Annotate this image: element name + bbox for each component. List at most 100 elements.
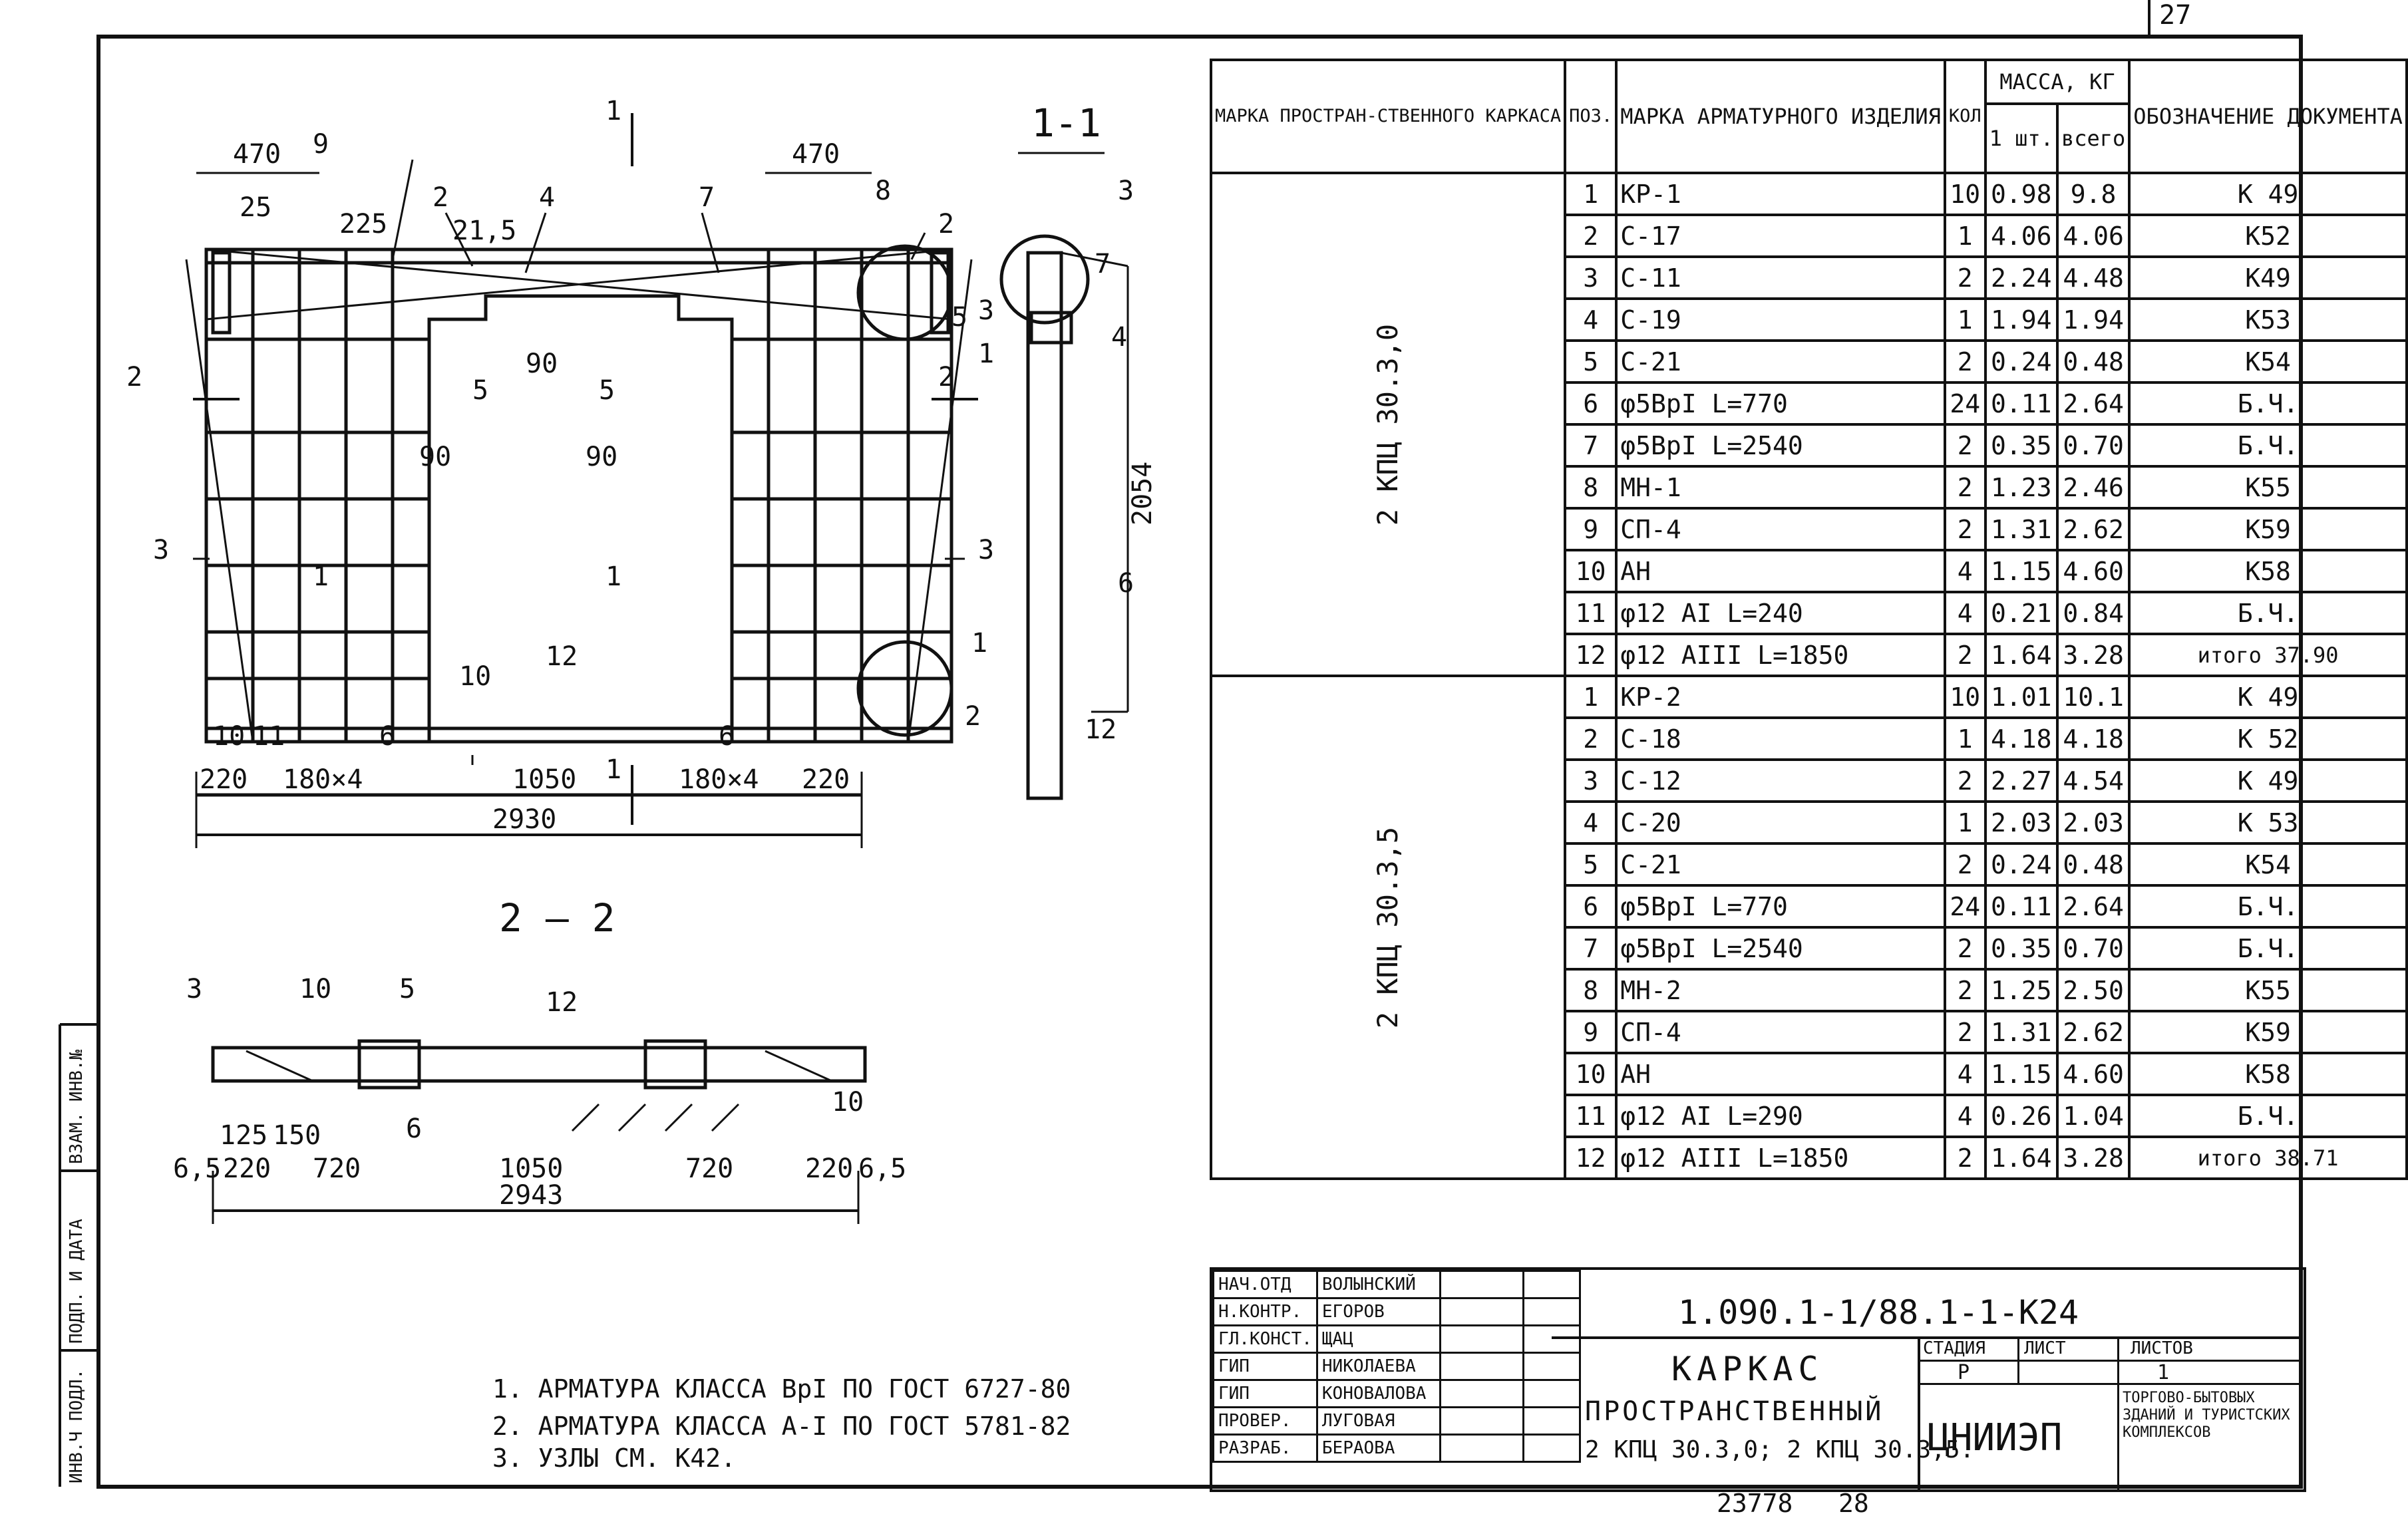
stamp-name: КОНОВАЛОВА <box>1315 1379 1441 1408</box>
dim-220-left: 220 <box>200 764 248 795</box>
sidebar-label-inv: ИНВ.Ч ПОДЛ. <box>67 1368 86 1483</box>
qty-cell: 2 <box>1943 758 1987 803</box>
s22-pos-12: 12 <box>546 987 578 1018</box>
stamp-row: РАЗРАБ.БЕРАОВА <box>1212 1434 1581 1463</box>
qty-cell: 1 <box>1943 297 1987 342</box>
header-item-mark: МАРКА АРМАТУРНОГО ИЗДЕЛИЯ <box>1615 59 1946 174</box>
doc-cell: Б.Ч. <box>2128 591 2408 635</box>
section-marker-2-right: 2 <box>938 362 954 392</box>
doc-cell: К 49 <box>2128 675 2408 719</box>
mass-one-cell: 2.03 <box>1983 800 2059 845</box>
qty-cell: 2 <box>1943 633 1987 677</box>
date-cell <box>1522 1297 1581 1326</box>
section-1-1-drawing: 1-1 2 3 7 5 4 6 1 12 2054 <box>938 100 1158 800</box>
mass-one-cell: 0.98 <box>1983 172 2059 216</box>
item-mark-cell: АН <box>1615 1052 1946 1096</box>
pos-cell: 4 <box>1564 800 1618 845</box>
s22-pos-3: 3 <box>186 974 202 1004</box>
item-mark-cell: φ5ВрI L=770 <box>1615 884 1946 929</box>
pos-cell: 8 <box>1564 465 1618 510</box>
dim-90-c: 90 <box>526 349 558 379</box>
s22-dim-125: 125 <box>220 1120 267 1151</box>
stamp-row: ГЛ.КОНСТ.ЩАЦ <box>1212 1324 1581 1354</box>
pos-cell: 11 <box>1564 591 1618 635</box>
qty-cell: 4 <box>1943 549 1987 593</box>
header-pos: ПОЗ. <box>1564 59 1618 174</box>
signature-cell <box>1439 1406 1524 1436</box>
mass-total-cell: 4.18 <box>2055 716 2131 761</box>
mass-one-cell: 0.26 <box>1983 1094 2059 1138</box>
qty-cell: 24 <box>1943 381 1987 426</box>
mass-one-cell: 2.27 <box>1983 758 2059 803</box>
mass-total-cell: 0.48 <box>2055 339 2131 384</box>
dim-470-left: 470 <box>233 139 281 170</box>
pos-label-1-center: 1 <box>605 561 621 592</box>
mass-one-cell: 0.24 <box>1983 339 2059 384</box>
item-mark-cell: СП-4 <box>1615 507 1946 551</box>
pos-cell: 1 <box>1564 172 1618 216</box>
sheets-label: ЛИСТОВ <box>2131 1338 2193 1358</box>
mass-one-cell: 0.35 <box>1983 926 2059 971</box>
s22-dim-720-left: 720 <box>313 1153 361 1184</box>
s22-pos-5: 5 <box>399 974 415 1004</box>
doc-cell: К49 <box>2128 255 2408 300</box>
stamp-name: БЕРАОВА <box>1315 1434 1441 1463</box>
doc-cell: К52 <box>2128 214 2408 258</box>
date-cell <box>1522 1406 1581 1436</box>
item-mark-cell: СП-4 <box>1615 1010 1946 1054</box>
item-mark-cell: С-21 <box>1615 339 1946 384</box>
qty-cell: 2 <box>1943 1010 1987 1054</box>
stamp-role: ГИП <box>1212 1352 1318 1381</box>
note-3: 3. УЗЛЫ СМ. К42. <box>492 1443 737 1473</box>
mass-total-cell: 2.64 <box>2055 381 2131 426</box>
item-mark-cell: φ12 АI L=290 <box>1615 1094 1946 1138</box>
doc-cell: итого 38.71 <box>2128 1136 2408 1180</box>
frame-mark-label: 2 КПЦ 30.3,5 <box>1371 826 1405 1028</box>
section-2-2-title: 2 — 2 <box>499 895 615 941</box>
side-pos-3: 3 <box>1118 176 1134 206</box>
pos-label-1-left: 1 <box>313 561 329 592</box>
doc-cell: К58 <box>2128 549 2408 593</box>
dim-90-b: 90 <box>586 442 617 472</box>
mass-one-cell: 1.31 <box>1983 1010 2059 1054</box>
item-mark-cell: С-12 <box>1615 758 1946 803</box>
pos-label-7: 7 <box>699 182 715 213</box>
mass-total-cell: 0.84 <box>2055 591 2131 635</box>
pos-label-6-left: 6 <box>379 721 395 752</box>
mass-total-cell: 4.60 <box>2055 549 2131 593</box>
s22-dim-150: 150 <box>273 1120 321 1151</box>
doc-cell: Б.Ч. <box>2128 381 2408 426</box>
mass-one-cell: 0.11 <box>1983 884 2059 929</box>
mass-total-cell: 2.64 <box>2055 884 2131 929</box>
dim-1050: 1050 <box>512 764 576 795</box>
item-mark-cell: φ12 АI L=240 <box>1615 591 1946 635</box>
pos-cell: 5 <box>1564 339 1618 384</box>
doc-cell: К54 <box>2128 339 2408 384</box>
pos-label-3-left: 3 <box>153 535 169 565</box>
mass-one-cell: 1.15 <box>1983 1052 2059 1096</box>
qty-cell: 4 <box>1943 1094 1987 1138</box>
date-cell <box>1522 1379 1581 1408</box>
title-line-2: ПРОСТРАНСТВЕННЫЙ <box>1585 1396 1884 1427</box>
dim-90-a: 90 <box>419 442 451 472</box>
stamp-name: ЛУГОВАЯ <box>1315 1406 1441 1436</box>
pos-cell: 9 <box>1564 1010 1618 1054</box>
doc-cell: К55 <box>2128 968 2408 1012</box>
mass-one-cell: 0.24 <box>1983 842 2059 887</box>
signature-cell <box>1439 1270 1524 1299</box>
stamp-row: ПРОВЕР.ЛУГОВАЯ <box>1212 1406 1581 1436</box>
pos-label-8: 8 <box>875 176 891 206</box>
dim-2054: 2054 <box>1127 462 1158 526</box>
doc-cell: К59 <box>2128 1010 2408 1054</box>
